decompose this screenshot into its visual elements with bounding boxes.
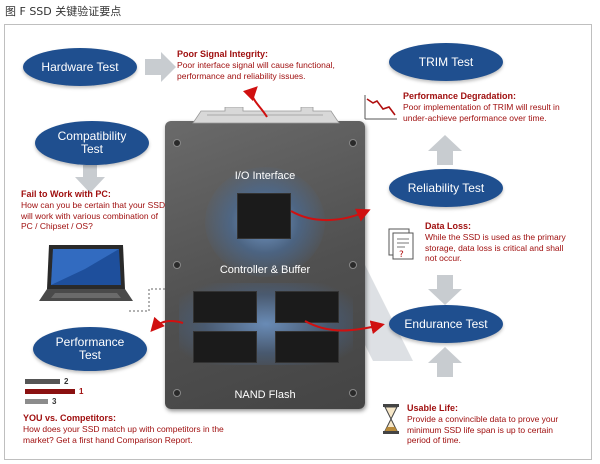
endurance-test-label: Endurance Test: [404, 316, 488, 331]
competitors-title: YOU vs. Competitors:: [23, 413, 117, 423]
gray-arrow-right-icon: [145, 52, 176, 82]
competitors-body: How does your SSD match up with competit…: [23, 424, 224, 445]
data-loss-body: While the SSD is used as the primary sto…: [425, 232, 566, 263]
performance-degradation-note: Performance Degradation: Poor implementa…: [403, 91, 578, 123]
poor-signal-note: Poor Signal Integrity: Poor interface si…: [177, 49, 367, 81]
screw-hole: [349, 261, 357, 269]
hourglass-icon: [383, 404, 399, 434]
svg-text:?: ?: [399, 250, 404, 260]
endurance-test-ellipse: Endurance Test: [389, 305, 503, 343]
usable-life-note: Usable Life: Provide a convincible data …: [407, 403, 565, 446]
screw-hole: [349, 139, 357, 147]
nand-flash-label: NAND Flash: [234, 389, 296, 401]
competitors-note: YOU vs. Competitors: How does your SSD m…: [23, 413, 249, 445]
data-loss-note: Data Loss: While the SSD is used as the …: [425, 221, 575, 264]
compatibility-test-ellipse: Compatibility Test: [35, 121, 149, 165]
laptop-icon: [39, 245, 133, 301]
fail-to-work-note: Fail to Work with PC: How can you be cer…: [21, 189, 171, 232]
performance-degradation-title: Performance Degradation:: [403, 91, 517, 101]
ranking-label: 3: [52, 396, 57, 406]
screw-hole: [349, 389, 357, 397]
gray-arrow-down-small-icon: [75, 165, 105, 193]
ranking-bar: [25, 388, 75, 394]
ranking-row: 2: [25, 376, 69, 386]
document-icon: ?: [388, 228, 414, 260]
performance-test-ellipse: Performance Test: [33, 327, 147, 371]
ranking-row: 3: [25, 396, 57, 406]
controller-buffer-label: Controller & Buffer: [219, 264, 311, 276]
ranking-bar: [25, 378, 60, 384]
usable-life-body: Provide a convincible data to prove your…: [407, 414, 559, 445]
laptop-dotted-link: [129, 288, 167, 312]
ssd-drive-image: I/O Interface Controller & Buffer NAND F…: [165, 107, 365, 409]
declining-graph-icon: [364, 95, 397, 120]
trim-test-label: TRIM Test: [418, 54, 474, 69]
poor-signal-body: Poor interface signal will cause functio…: [177, 60, 335, 81]
gray-arrow-down-icon: [428, 275, 462, 305]
nand-chip-3: [193, 331, 257, 363]
hardware-test-label: Hardware Test: [41, 59, 119, 74]
red-arrows-layer: [150, 86, 385, 335]
gray-arrow-up-icon-2: [428, 347, 462, 377]
nand-chip-4: [275, 331, 339, 363]
diagram-panel: I/O Interface Controller & Buffer NAND F…: [4, 24, 592, 460]
usable-life-title: Usable Life:: [407, 403, 459, 413]
nand-chip-1: [193, 291, 257, 323]
fail-to-work-title: Fail to Work with PC:: [21, 189, 111, 199]
screw-hole: [173, 389, 181, 397]
figure-caption: 图 F SSD 关键验证要点: [5, 5, 122, 18]
screw-hole: [173, 261, 181, 269]
fail-to-work-body: How can you be certain that your SSD wil…: [21, 200, 166, 231]
screw-hole: [173, 139, 181, 147]
performance-test-label: Performance Test: [55, 335, 125, 362]
controller-chip: [237, 193, 291, 239]
ranking-label: 1: [79, 386, 84, 396]
trim-test-ellipse: TRIM Test: [389, 43, 503, 81]
hardware-test-ellipse: Hardware Test: [23, 48, 137, 86]
gray-arrow-up-icon: [428, 135, 462, 165]
ranking-row: 1: [25, 386, 84, 396]
ranking-bar: [25, 398, 48, 404]
compatibility-test-label: Compatibility Test: [57, 129, 127, 156]
poor-signal-title: Poor Signal Integrity:: [177, 49, 269, 59]
reliability-test-ellipse: Reliability Test: [389, 169, 503, 207]
reliability-test-label: Reliability Test: [407, 180, 485, 195]
data-loss-title: Data Loss:: [425, 221, 472, 231]
io-interface-label: I/O Interface: [234, 170, 296, 182]
ranking-label: 2: [64, 376, 69, 386]
performance-degradation-body: Poor implementation of TRIM will result …: [403, 102, 560, 123]
